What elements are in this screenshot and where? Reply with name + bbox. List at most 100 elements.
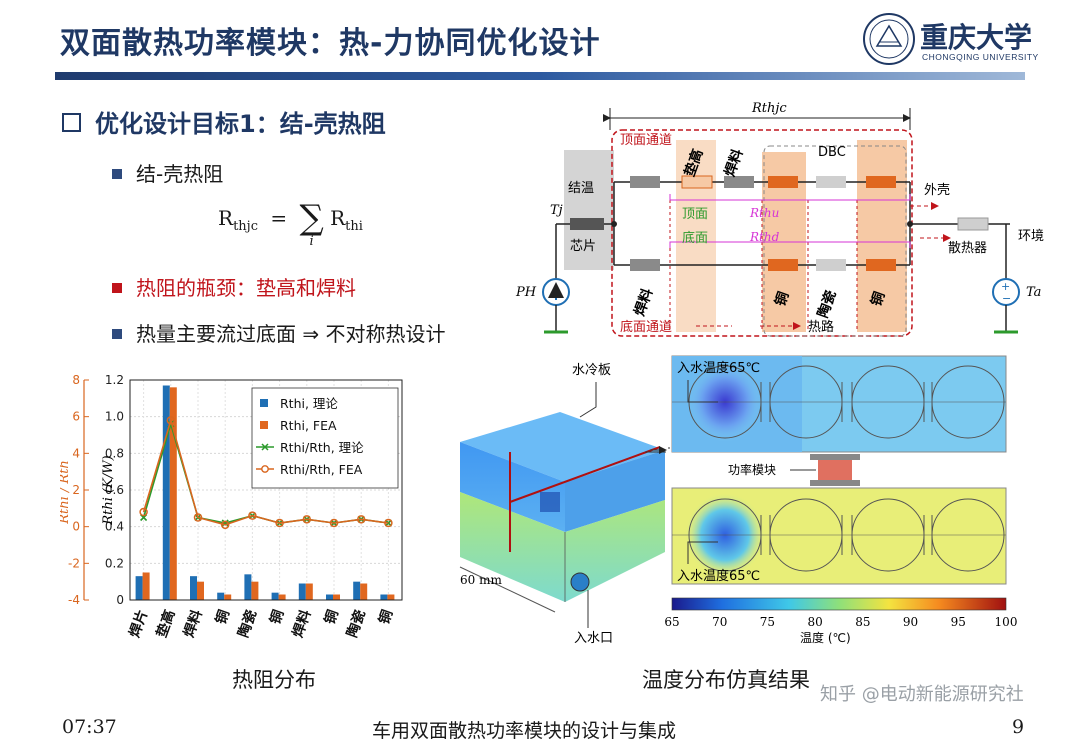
formula-lhs-sub: thjc (233, 219, 258, 234)
bullet-item-bottleneck: 热阻的瓶颈：垫高和焊料 (112, 272, 356, 301)
bar (326, 594, 333, 600)
thermal-resistance-chart: 00.20.40.60.81.01.2-4-202468焊片垫高焊料铜陶瓷铜焊料… (60, 373, 403, 640)
point (384, 518, 393, 528)
section-heading: 优化设计目标1：结-壳热阻 (62, 104, 386, 139)
y2-tick-label: -2 (68, 556, 80, 570)
module-label: 功率模块 (728, 462, 776, 477)
colorbar-tick: 80 (808, 615, 823, 629)
legend-swatch (260, 421, 268, 429)
title-divider (55, 72, 1025, 80)
rthd-label: Rthd (749, 230, 780, 244)
simulation-caption: 温度分布仿真结果 (642, 668, 810, 692)
x-tick-label: 焊片 (126, 608, 152, 640)
square-bullet-icon (112, 282, 122, 293)
bar (305, 583, 313, 600)
junction-label: 结温 (568, 181, 594, 196)
inlet-temp-bottom-label: 入水温度65℃ (677, 568, 760, 584)
inlet-label: 入水口 (574, 631, 613, 646)
top-channel-label: 顶面通道 (620, 133, 672, 148)
y-tick-label: 1.2 (105, 373, 124, 387)
dbc-label: DBC (818, 145, 846, 160)
inlet-temp-top-label: 入水温度65℃ (677, 360, 760, 376)
point (356, 515, 366, 524)
y-tick-label: 0.4 (105, 520, 124, 534)
legend-swatch (260, 399, 268, 407)
bar (190, 576, 197, 600)
legend-entry: Rthi, 理论 (280, 396, 338, 411)
ta-label: Ta (1026, 285, 1041, 300)
checkbox-icon (62, 112, 81, 132)
y-tick-label: 1.0 (105, 410, 124, 424)
plot-frame (129, 379, 403, 601)
footer-title: 车用双面散热功率模块的设计与集成 (372, 720, 677, 742)
colorbar-tick: 75 (760, 615, 775, 629)
watermark: 知乎 @电动新能源研究社 (820, 684, 1024, 705)
y2-axis-label: Rthi / Rth (60, 460, 72, 525)
y-tick-label: 0.2 (105, 556, 124, 570)
solder-bottom-label: 焊料 (631, 286, 657, 318)
x-tick-label: 陶瓷 (343, 608, 369, 640)
svg-text:+: + (1001, 280, 1010, 293)
x-tick-label: 焊料 (180, 608, 206, 640)
point (275, 518, 284, 528)
footer-time: 07:37 (62, 716, 117, 738)
colorbar-tick: 70 (712, 615, 727, 629)
x-tick-label: 垫高 (153, 608, 179, 640)
bar (360, 583, 368, 600)
bar (278, 594, 286, 600)
legend-entry: Rthi, FEA (280, 418, 337, 433)
ceramic-label: 陶瓷 (814, 288, 840, 320)
bar (162, 385, 170, 600)
legend-entry: Rthi/Rth, 理论 (280, 440, 364, 455)
university-logo-subtext: CHONGQING UNIVERSITY (922, 52, 1039, 62)
heatsink-label: 散热器 (948, 241, 987, 256)
legend-entry: Rthi/Rth, FEA (280, 462, 363, 477)
bullet-text: 结-壳热阻 (136, 162, 224, 186)
colorbar-tick: 95 (951, 615, 966, 629)
y2-tick-label: 6 (72, 410, 80, 424)
formula-lhs: R (218, 206, 234, 230)
bar (244, 574, 252, 600)
y-tick-label: 0.6 (105, 483, 124, 497)
y2-tick-label: 0 (72, 520, 80, 534)
heatpath-label: 热路 (808, 319, 834, 335)
colorbar-tick: 65 (664, 615, 679, 629)
cold-plate-label: 水冷板 (572, 363, 611, 378)
rthjc-label: Rthjc (751, 101, 787, 116)
x-tick-label: 铜 (321, 608, 342, 627)
point (302, 515, 312, 524)
bottom-channel-label: 底面通道 (620, 319, 672, 335)
y-tick-label: 0 (116, 593, 124, 607)
bar (142, 572, 150, 600)
bar (217, 592, 225, 600)
sum-operator: ∑ i (299, 198, 324, 249)
colorbar-label: 温度 (℃) (800, 630, 851, 645)
bullet-text: 热量主要流过底面 ⇒ 不对称热设计 (136, 322, 446, 346)
formula-rhs-sub: thi (345, 219, 363, 234)
bullet-item-heatflow: 热量主要流过底面 ⇒ 不对称热设计 (112, 318, 445, 347)
point (139, 507, 148, 517)
sum-index: i (309, 234, 314, 249)
point (329, 518, 339, 528)
x-tick-label: 铜 (212, 608, 233, 627)
bar (353, 581, 361, 600)
university-seal-icon (863, 13, 915, 65)
colorbar (671, 597, 1007, 611)
formula-rhs: R (330, 206, 346, 230)
thermal-circuit-diagram: Rthjc 顶面通道 底面通道 结温 芯片 Tj 垫高 焊料 DBC 顶面 底面… (515, 101, 1044, 337)
bar (298, 583, 306, 600)
x-tick-label: 铜 (267, 608, 288, 627)
point (220, 520, 230, 530)
bottom-face-label: 底面 (682, 230, 708, 246)
ph-label: PH (515, 285, 537, 300)
bar (271, 592, 279, 600)
copper2-label: 铜 (867, 289, 888, 308)
section-heading-text: 优化设计目标1：结-壳热阻 (95, 110, 386, 138)
env-label: 环境 (1018, 229, 1044, 244)
bar (169, 387, 177, 600)
bar (333, 594, 340, 600)
y2-tick-label: -4 (68, 593, 80, 607)
x-tick-label: 陶瓷 (235, 608, 261, 640)
chip-label: 芯片 (570, 239, 596, 254)
x-tick-label: 焊料 (289, 608, 315, 640)
